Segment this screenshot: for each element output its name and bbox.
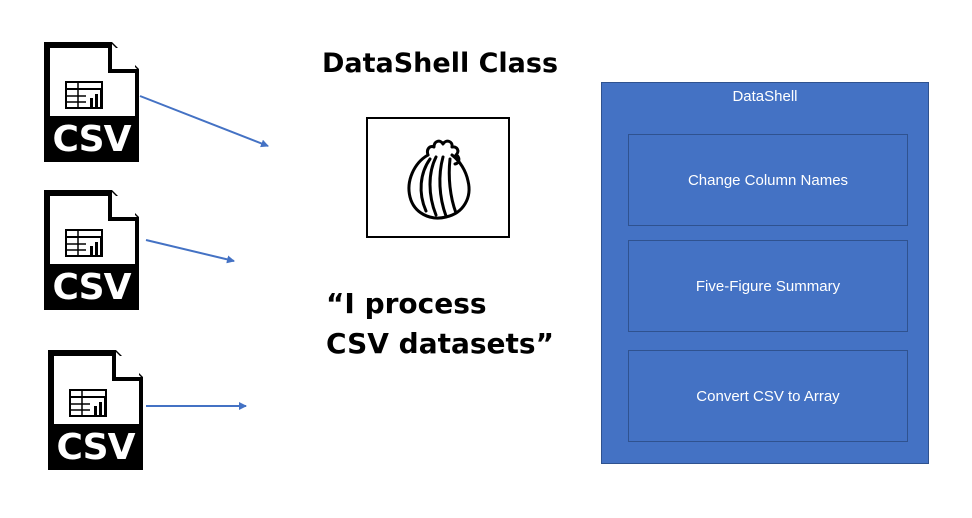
arrow-icon — [139, 95, 269, 148]
csv-file-icon: CSV — [48, 350, 143, 470]
csv-label: CSV — [56, 427, 136, 468]
class-quote: “I process CSV datasets” — [326, 284, 586, 364]
panel-title: DataShell — [732, 88, 798, 105]
arrow-icon — [145, 239, 235, 264]
datashell-panel: DataShell Change Column Names Five-Figur… — [601, 82, 929, 464]
csv-label: CSV — [52, 267, 132, 308]
method-change-column-names: Change Column Names — [628, 134, 908, 226]
csv-file-icon: CSV — [44, 42, 139, 162]
csv-label: CSV — [52, 119, 132, 160]
method-convert-csv-to-array: Convert CSV to Array — [628, 350, 908, 442]
method-five-figure-summary: Five-Figure Summary — [628, 240, 908, 332]
csv-file-icon: CSV — [44, 190, 139, 310]
quote-line: CSV datasets” — [326, 327, 554, 360]
quote-line: “I process — [326, 287, 487, 320]
shell-icon — [407, 139, 471, 220]
class-logo-box — [366, 117, 510, 238]
diagram-title: DataShell Class — [321, 48, 559, 79]
